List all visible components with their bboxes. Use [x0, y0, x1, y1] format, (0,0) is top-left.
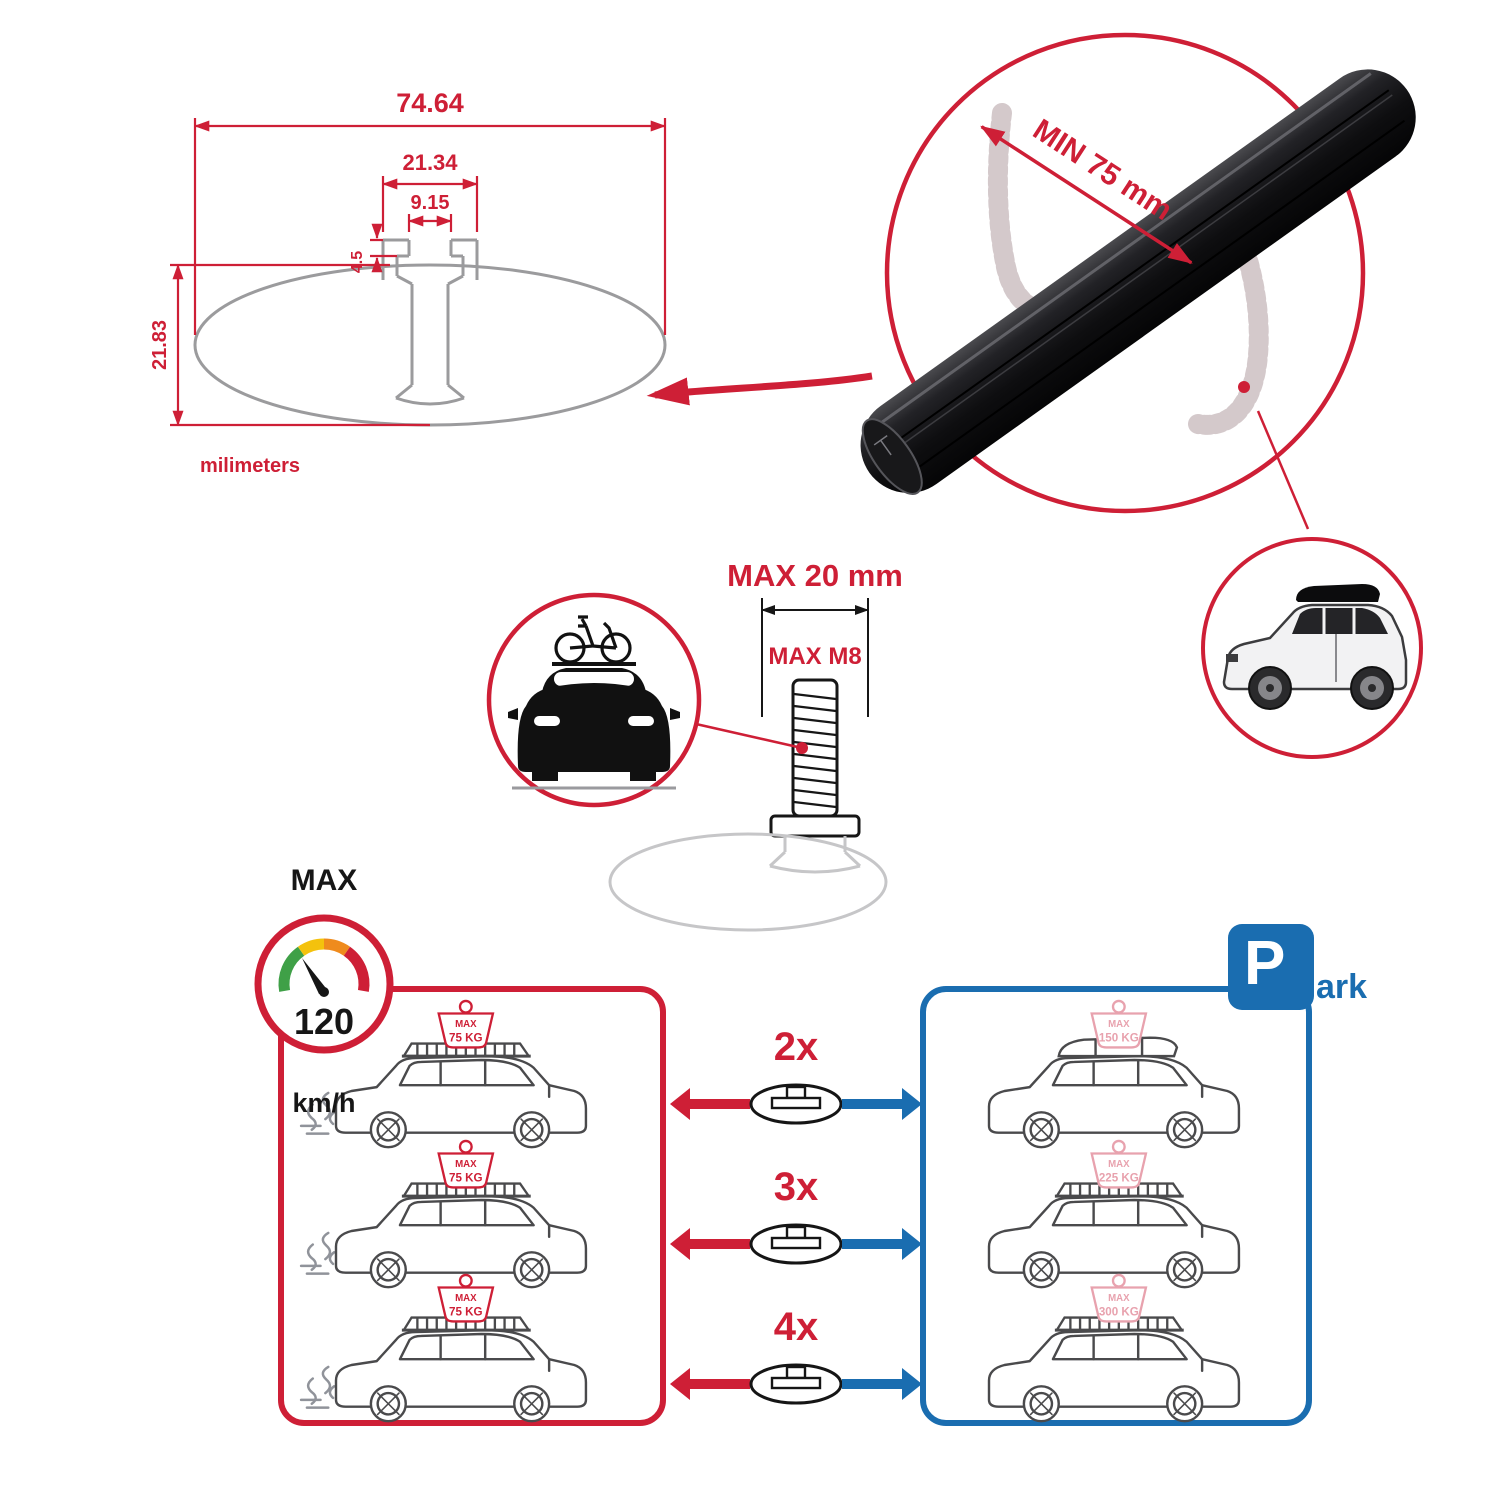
- parked-car-1: MAX 150 KG: [987, 999, 1241, 1149]
- parked-car-3: MAX 300 KG: [987, 1273, 1241, 1423]
- slot-width-label: 9.15: [411, 192, 450, 214]
- tag-load-value: 150 KG: [1099, 1032, 1139, 1045]
- leader-line: [695, 722, 803, 750]
- parked-car-2: MAX 225 KG: [987, 1139, 1241, 1289]
- left-arrow-shaft: [690, 1099, 750, 1109]
- curved-arrow: [646, 372, 873, 406]
- profile-slot: [785, 1225, 807, 1240]
- park-sign: P: [1228, 924, 1314, 1010]
- load-tag: MAX 150 KG: [1090, 999, 1148, 1049]
- load-tag: MAX 75 KG: [437, 1139, 495, 1189]
- load-tag: MAX 225 KG: [1090, 1139, 1148, 1189]
- tag-max-label: MAX: [455, 1293, 477, 1304]
- load-tag: MAX 75 KG: [437, 1273, 495, 1323]
- multiplier-label: 4x: [774, 1305, 819, 1349]
- tag-max-label: MAX: [455, 1159, 477, 1170]
- callout-dot: [1238, 381, 1250, 393]
- tag-max-label: MAX: [1108, 1159, 1130, 1170]
- tag-max-label: MAX: [455, 1019, 477, 1030]
- tag-load-value: 300 KG: [1099, 1306, 1139, 1319]
- park-letter: P: [1244, 929, 1286, 998]
- right-arrow-icon: [902, 1228, 922, 1260]
- right-arrow-shaft: [842, 1099, 902, 1109]
- car-front-icon: [508, 668, 680, 790]
- speed-unit: km/h: [292, 1088, 355, 1118]
- suv-icon: [1222, 584, 1408, 710]
- speed-value: 120: [294, 1001, 354, 1042]
- bar-profile-shape: [193, 238, 667, 427]
- tag-load-value: 75 KG: [449, 1306, 483, 1319]
- profile-flange: [770, 1376, 822, 1390]
- callout-line-to-suv: [1256, 410, 1310, 530]
- multiplier-label: 2x: [774, 1025, 819, 1069]
- ghost-slot-profile: [608, 832, 888, 932]
- overall-height-label: 21.83: [150, 320, 171, 370]
- driving-car-2: MAX 75 KG: [299, 1139, 588, 1289]
- unit-label: milimeters: [200, 455, 300, 477]
- tag-max-label: MAX: [1108, 1293, 1130, 1304]
- row-3x: 3x: [670, 1165, 922, 1265]
- right-arrow-icon: [902, 1368, 922, 1400]
- left-arrow-shaft: [690, 1379, 750, 1389]
- row-2x: 2x: [670, 1025, 922, 1125]
- profile-slot: [785, 1365, 807, 1380]
- speed-limit-gauge: MAX 120 km/h: [254, 864, 394, 1118]
- left-arrow-shaft: [690, 1239, 750, 1249]
- bolt-diagram: MAX 20 mm MAX M8: [608, 558, 903, 932]
- needle-pivot: [319, 987, 329, 997]
- thread-label: MAX M8: [768, 643, 861, 670]
- lip-height-label: 4.5: [349, 251, 366, 273]
- crossbar-render: MIN 75 mm: [860, 32, 1416, 530]
- car-bike-badge: [486, 592, 702, 808]
- right-arrow-shaft: [842, 1239, 902, 1249]
- tag-load-value: 75 KG: [449, 1172, 483, 1185]
- park-sign-rest: ark: [1316, 968, 1368, 1006]
- right-arrow-icon: [902, 1088, 922, 1120]
- load-tag: MAX 75 KG: [437, 999, 495, 1049]
- gauge-needle: [302, 958, 329, 994]
- bolt-dimension-lines: [761, 598, 869, 717]
- profile-flange: [770, 1236, 822, 1250]
- row-4x: 4x: [670, 1305, 922, 1405]
- crossbar-bar: [860, 69, 1416, 495]
- tag-load-value: 225 KG: [1099, 1172, 1139, 1185]
- t-bolt-icon: [769, 678, 861, 838]
- bicycle-icon: [552, 615, 636, 666]
- callout-line: [695, 722, 803, 750]
- gauge-circle: [254, 914, 394, 1054]
- gauge-arc: [278, 938, 370, 992]
- dimension-lines: [170, 118, 667, 427]
- left-arrow-icon: [670, 1228, 690, 1260]
- profile-slot: [785, 1085, 807, 1100]
- suv-roofbox-badge: [1201, 537, 1423, 759]
- zoom-circle: [884, 32, 1366, 514]
- load-tag: MAX 300 KG: [1090, 1273, 1148, 1323]
- tag-max-label: MAX: [1108, 1019, 1130, 1030]
- multiplier-label: 3x: [774, 1165, 819, 1209]
- pointer-arrow: [646, 372, 873, 406]
- tag-load-value: 75 KG: [449, 1032, 483, 1045]
- right-arrow-shaft: [842, 1379, 902, 1389]
- max-width-label: MAX 20 mm: [727, 558, 903, 593]
- driving-car-1: MAX 75 KG: [299, 999, 588, 1149]
- driving-car-3: MAX 75 KG: [299, 1273, 588, 1423]
- profile-flange: [770, 1096, 822, 1110]
- overall-width-label: 74.64: [396, 88, 464, 118]
- left-arrow-icon: [670, 1368, 690, 1400]
- channel-width-label: 21.34: [402, 150, 458, 175]
- cross-section-diagram: 74.64 21.34 9.15 4.5 21.83 milimeters: [150, 88, 667, 477]
- left-arrow-icon: [670, 1088, 690, 1120]
- speed-max-label: MAX: [291, 864, 358, 897]
